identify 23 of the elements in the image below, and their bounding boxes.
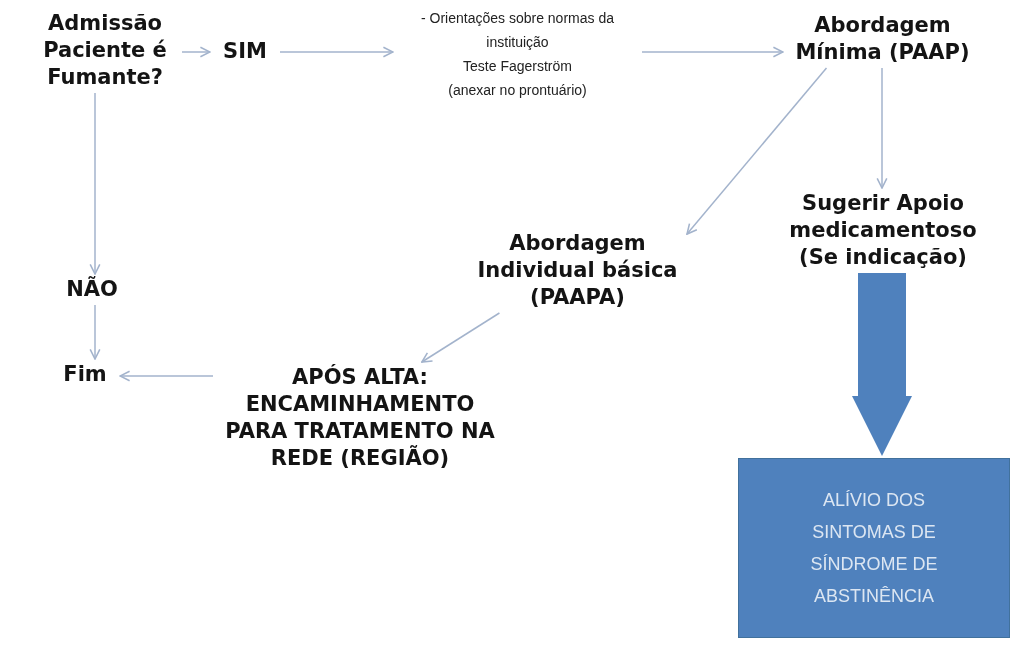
arrow xyxy=(421,312,501,363)
arrow xyxy=(181,46,211,58)
flow-text: SIM xyxy=(222,38,268,65)
flow-text: (anexar no prontuário) xyxy=(447,81,588,100)
arrow xyxy=(641,46,784,58)
flow-text: NÃO xyxy=(65,276,119,303)
flow-text: Sugerir Apoio medicamentoso (Se indicação) xyxy=(788,190,978,271)
flow-text: - Orientações sobre normas da instituição xyxy=(420,9,615,52)
arrow xyxy=(119,370,214,382)
arrow xyxy=(89,304,101,360)
flow-text: Teste Fagerström xyxy=(462,57,573,76)
flow-text: APÓS ALTA: ENCAMINHAMENTO PARA TRATAMENTO NA REDE (REGIÃO) xyxy=(224,364,496,472)
arrow xyxy=(89,92,101,275)
flow-text: Admissão Paciente é Fumante? xyxy=(42,10,168,91)
box-text: ALÍVIO DOS SINTOMAS DE SÍNDROME DE ABSTINÊNCIA xyxy=(809,489,939,608)
arrow xyxy=(686,67,828,235)
process-box xyxy=(738,458,1010,638)
flow-text: Abordagem Mínima (PAAP) xyxy=(794,12,971,66)
flow-text: Abordagem Individual básica (PAAPA) xyxy=(476,230,679,311)
arrow xyxy=(279,46,394,58)
flow-text: Fim xyxy=(62,361,108,388)
arrow xyxy=(876,67,888,189)
block-arrow xyxy=(852,273,912,456)
